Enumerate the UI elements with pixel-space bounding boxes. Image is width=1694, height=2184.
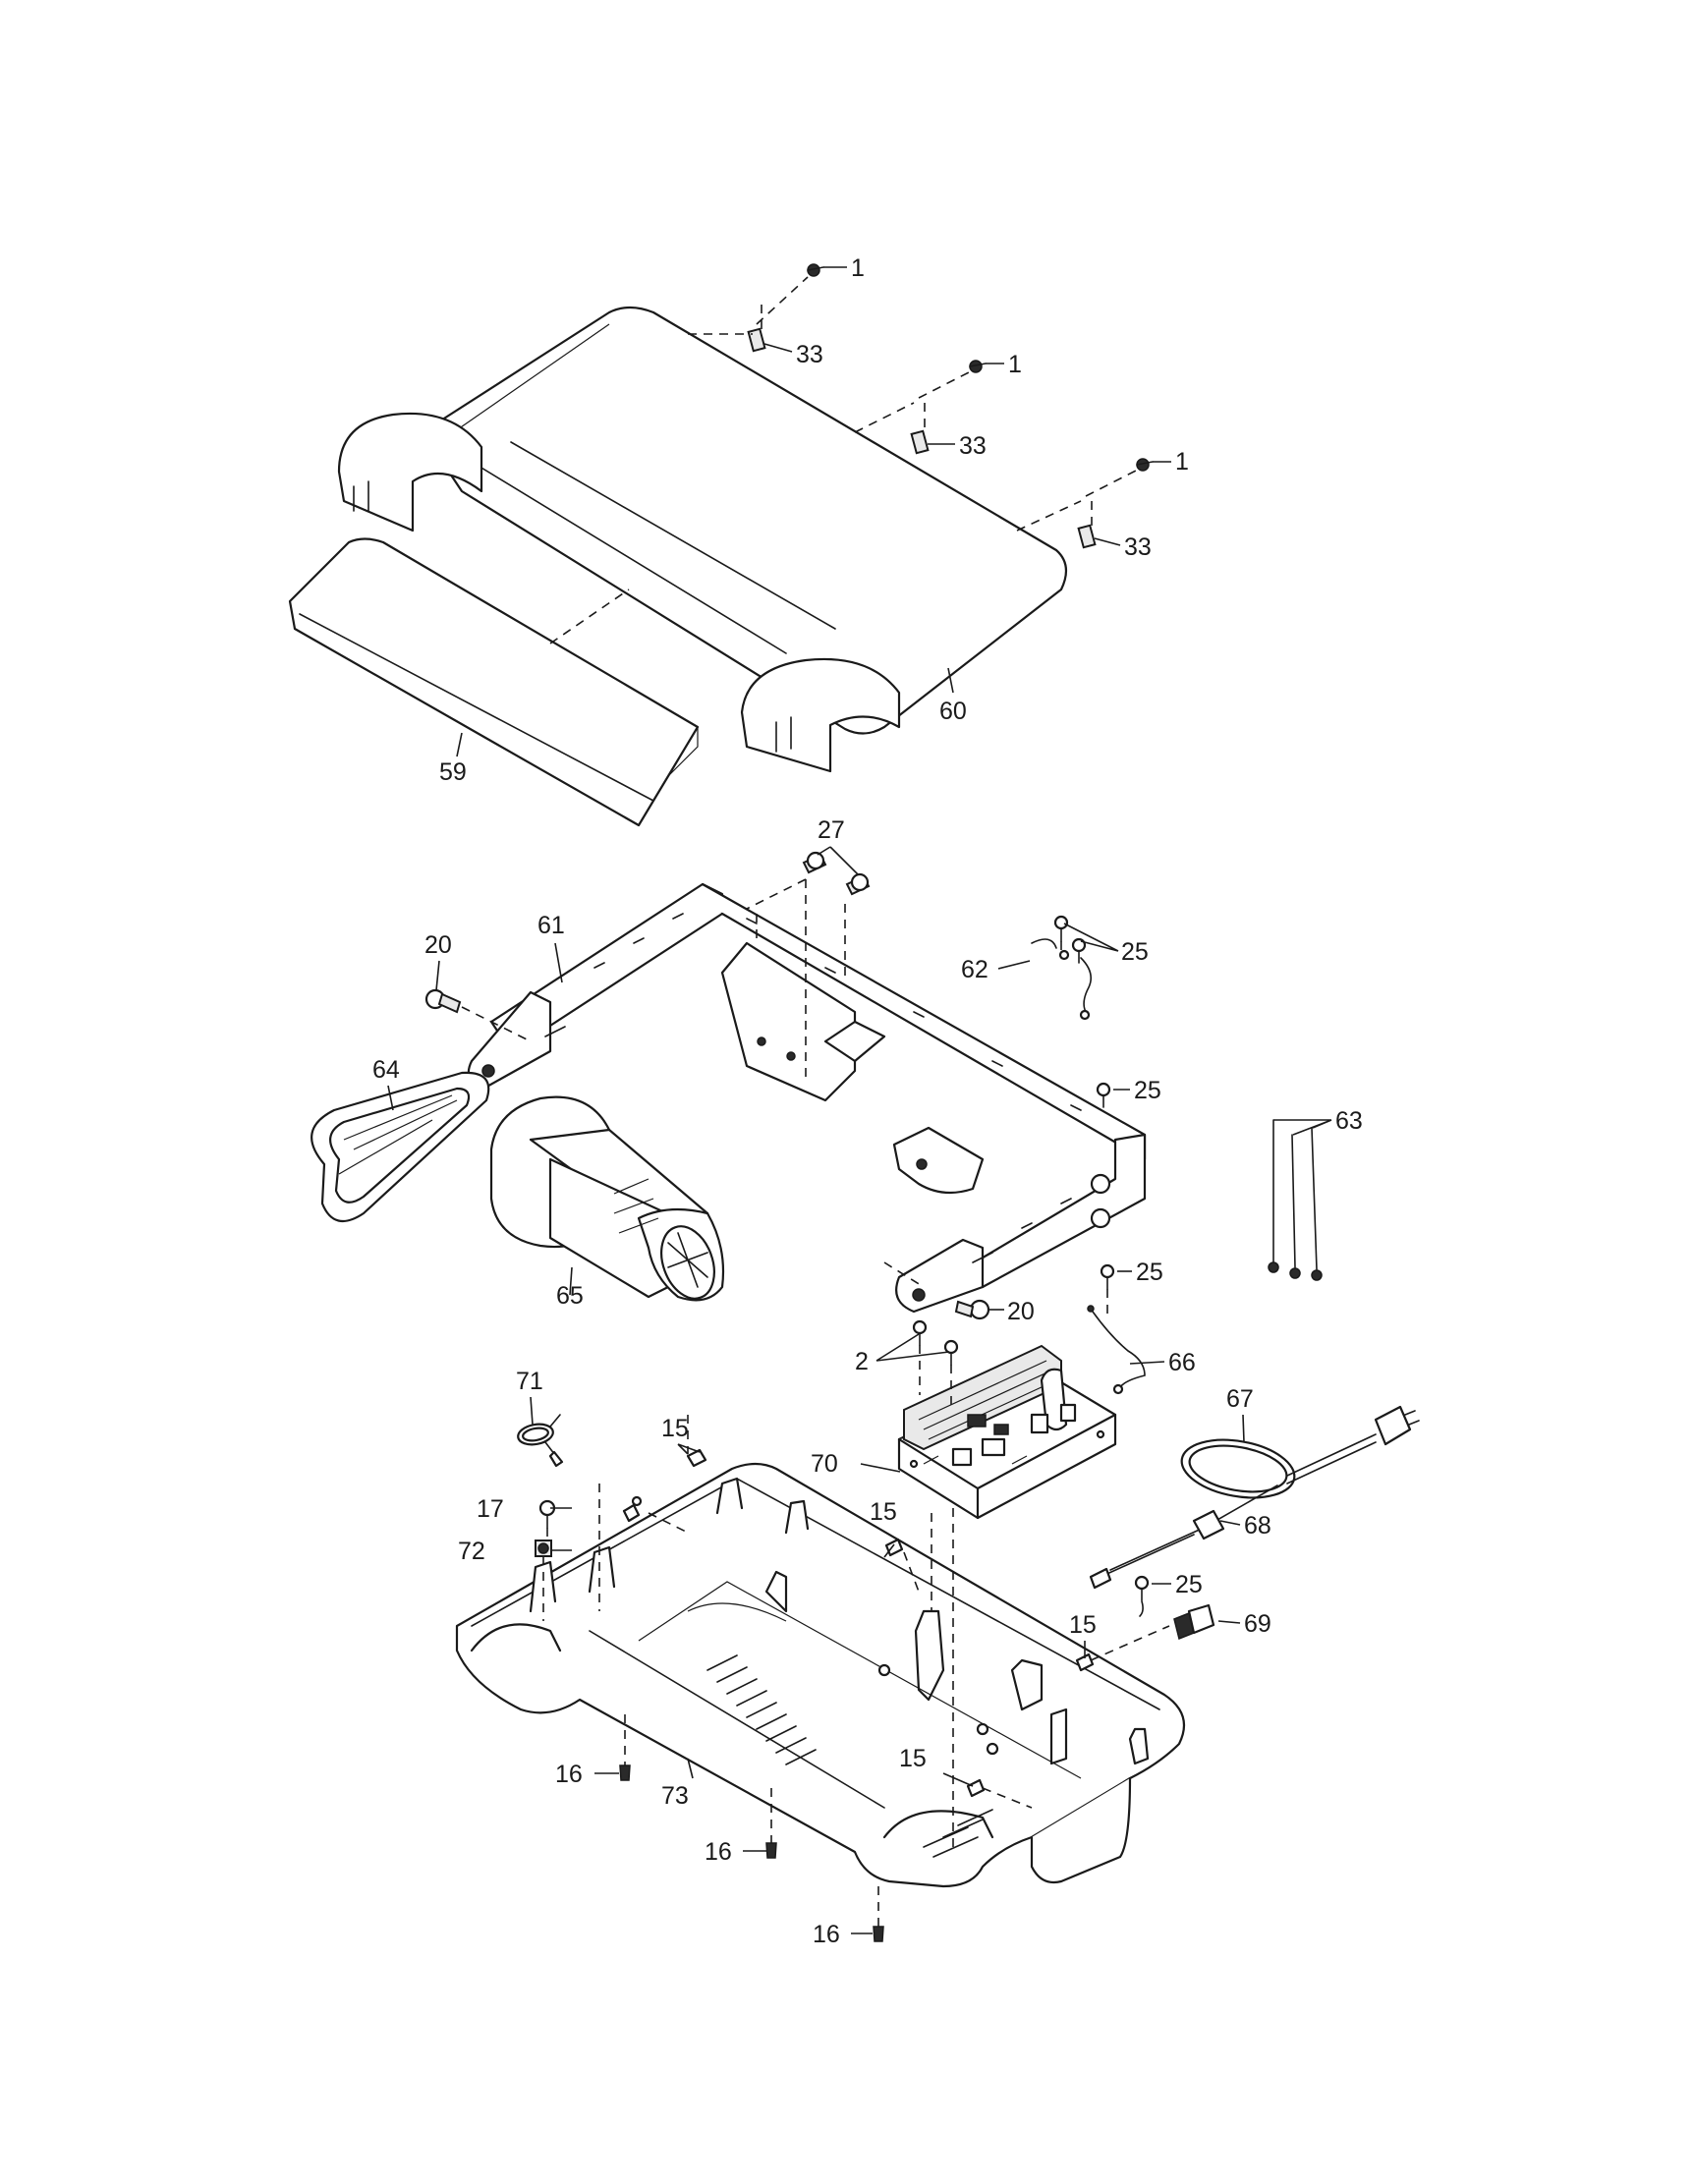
- callout-2: 2: [855, 1348, 869, 1375]
- callout-25c: 25: [1136, 1259, 1163, 1286]
- callout-61: 61: [537, 912, 565, 939]
- callout-17: 17: [477, 1495, 504, 1523]
- screws-2: [912, 1319, 959, 1405]
- clip-33a: [747, 327, 766, 353]
- hood-end-cap-left: [337, 412, 483, 532]
- callout-labels: 1 1 1 33 33 33 60 59 27 61 20 20 25 62 2…: [372, 254, 1363, 1948]
- drive-belt-64: [311, 1071, 490, 1223]
- clip-33c: [1077, 524, 1097, 549]
- callout-59: 59: [439, 758, 467, 786]
- bushing-72: [535, 1540, 552, 1557]
- screw-1a: [807, 263, 824, 277]
- power-cord-67: [1180, 1405, 1420, 1499]
- wire-62: [1031, 938, 1092, 1021]
- leader-lines: [387, 266, 1332, 1934]
- hood-assembly-lines: [549, 276, 1139, 644]
- callout-1a: 1: [851, 254, 865, 282]
- callout-25d: 25: [1175, 1571, 1203, 1598]
- screw-25e: [1134, 1575, 1150, 1601]
- callout-71: 71: [516, 1368, 543, 1395]
- motor-frame: [467, 882, 1147, 1314]
- callout-63: 63: [1335, 1107, 1363, 1135]
- screw-25a: [1053, 915, 1069, 942]
- callout-73: 73: [661, 1782, 689, 1810]
- callout-70: 70: [811, 1450, 838, 1478]
- screw-17: [538, 1499, 556, 1529]
- callout-69: 69: [1244, 1610, 1271, 1638]
- callout-25a: 25: [1121, 938, 1149, 966]
- clip-33b: [910, 429, 930, 455]
- base-hardware: [535, 1415, 1170, 1942]
- callout-1b: 1: [1008, 351, 1022, 378]
- hood-front-panel: [288, 537, 700, 827]
- screw-15a: [622, 1495, 643, 1523]
- bolt-20b: [954, 1299, 990, 1320]
- callout-65: 65: [556, 1282, 584, 1310]
- callout-1c: 1: [1175, 448, 1189, 476]
- callout-15b: 15: [870, 1498, 897, 1526]
- screw-1c: [1136, 458, 1154, 472]
- callout-72: 72: [458, 1538, 485, 1565]
- callout-33c: 33: [1124, 533, 1152, 561]
- frame-hardware: [424, 851, 990, 1320]
- callout-16b: 16: [705, 1838, 732, 1866]
- bolt-20a: [424, 988, 462, 1014]
- motor-65: [489, 1095, 725, 1302]
- callout-16a: 16: [555, 1761, 583, 1788]
- callout-20b: 20: [1007, 1298, 1035, 1325]
- base-tray-73: [455, 1462, 1186, 1888]
- screw-16a: [619, 1764, 631, 1781]
- screw-15b: [686, 1448, 707, 1468]
- callout-27: 27: [818, 816, 845, 844]
- callout-15d: 15: [899, 1745, 927, 1772]
- screw-1b: [969, 360, 987, 373]
- sensor-wire-71: [517, 1414, 564, 1468]
- bolt-27a: [802, 851, 827, 874]
- callout-15a: 15: [661, 1415, 689, 1442]
- cable-ties-63: [1268, 1119, 1323, 1281]
- motor-hood: [421, 306, 1068, 735]
- callout-33a: 33: [796, 341, 823, 368]
- callout-67: 67: [1226, 1385, 1254, 1413]
- callout-25b: 25: [1134, 1077, 1161, 1104]
- callout-68: 68: [1244, 1512, 1271, 1540]
- callout-66: 66: [1168, 1349, 1196, 1376]
- controller-board-70: [897, 1344, 1117, 1520]
- callout-64: 64: [372, 1056, 400, 1084]
- callout-62: 62: [961, 956, 988, 983]
- screw-16b: [765, 1842, 777, 1859]
- screw-16c: [873, 1926, 884, 1942]
- callout-20a: 20: [424, 931, 452, 959]
- screws-25: [1053, 915, 1150, 1601]
- screw-15e: [966, 1778, 986, 1798]
- callout-60: 60: [939, 698, 967, 725]
- callout-33b: 33: [959, 432, 987, 460]
- hood-hardware: [747, 263, 1154, 549]
- hood-end-cap-right: [740, 657, 901, 773]
- wire-66: [1087, 1305, 1146, 1395]
- callout-16c: 16: [813, 1921, 840, 1948]
- switch-69: [1173, 1603, 1215, 1641]
- screw-25c: [1096, 1082, 1111, 1108]
- bolt-27b: [845, 872, 871, 896]
- wire-harness-68: [1089, 1484, 1278, 1617]
- callout-15c: 15: [1069, 1611, 1097, 1639]
- screw-25d: [1100, 1263, 1115, 1290]
